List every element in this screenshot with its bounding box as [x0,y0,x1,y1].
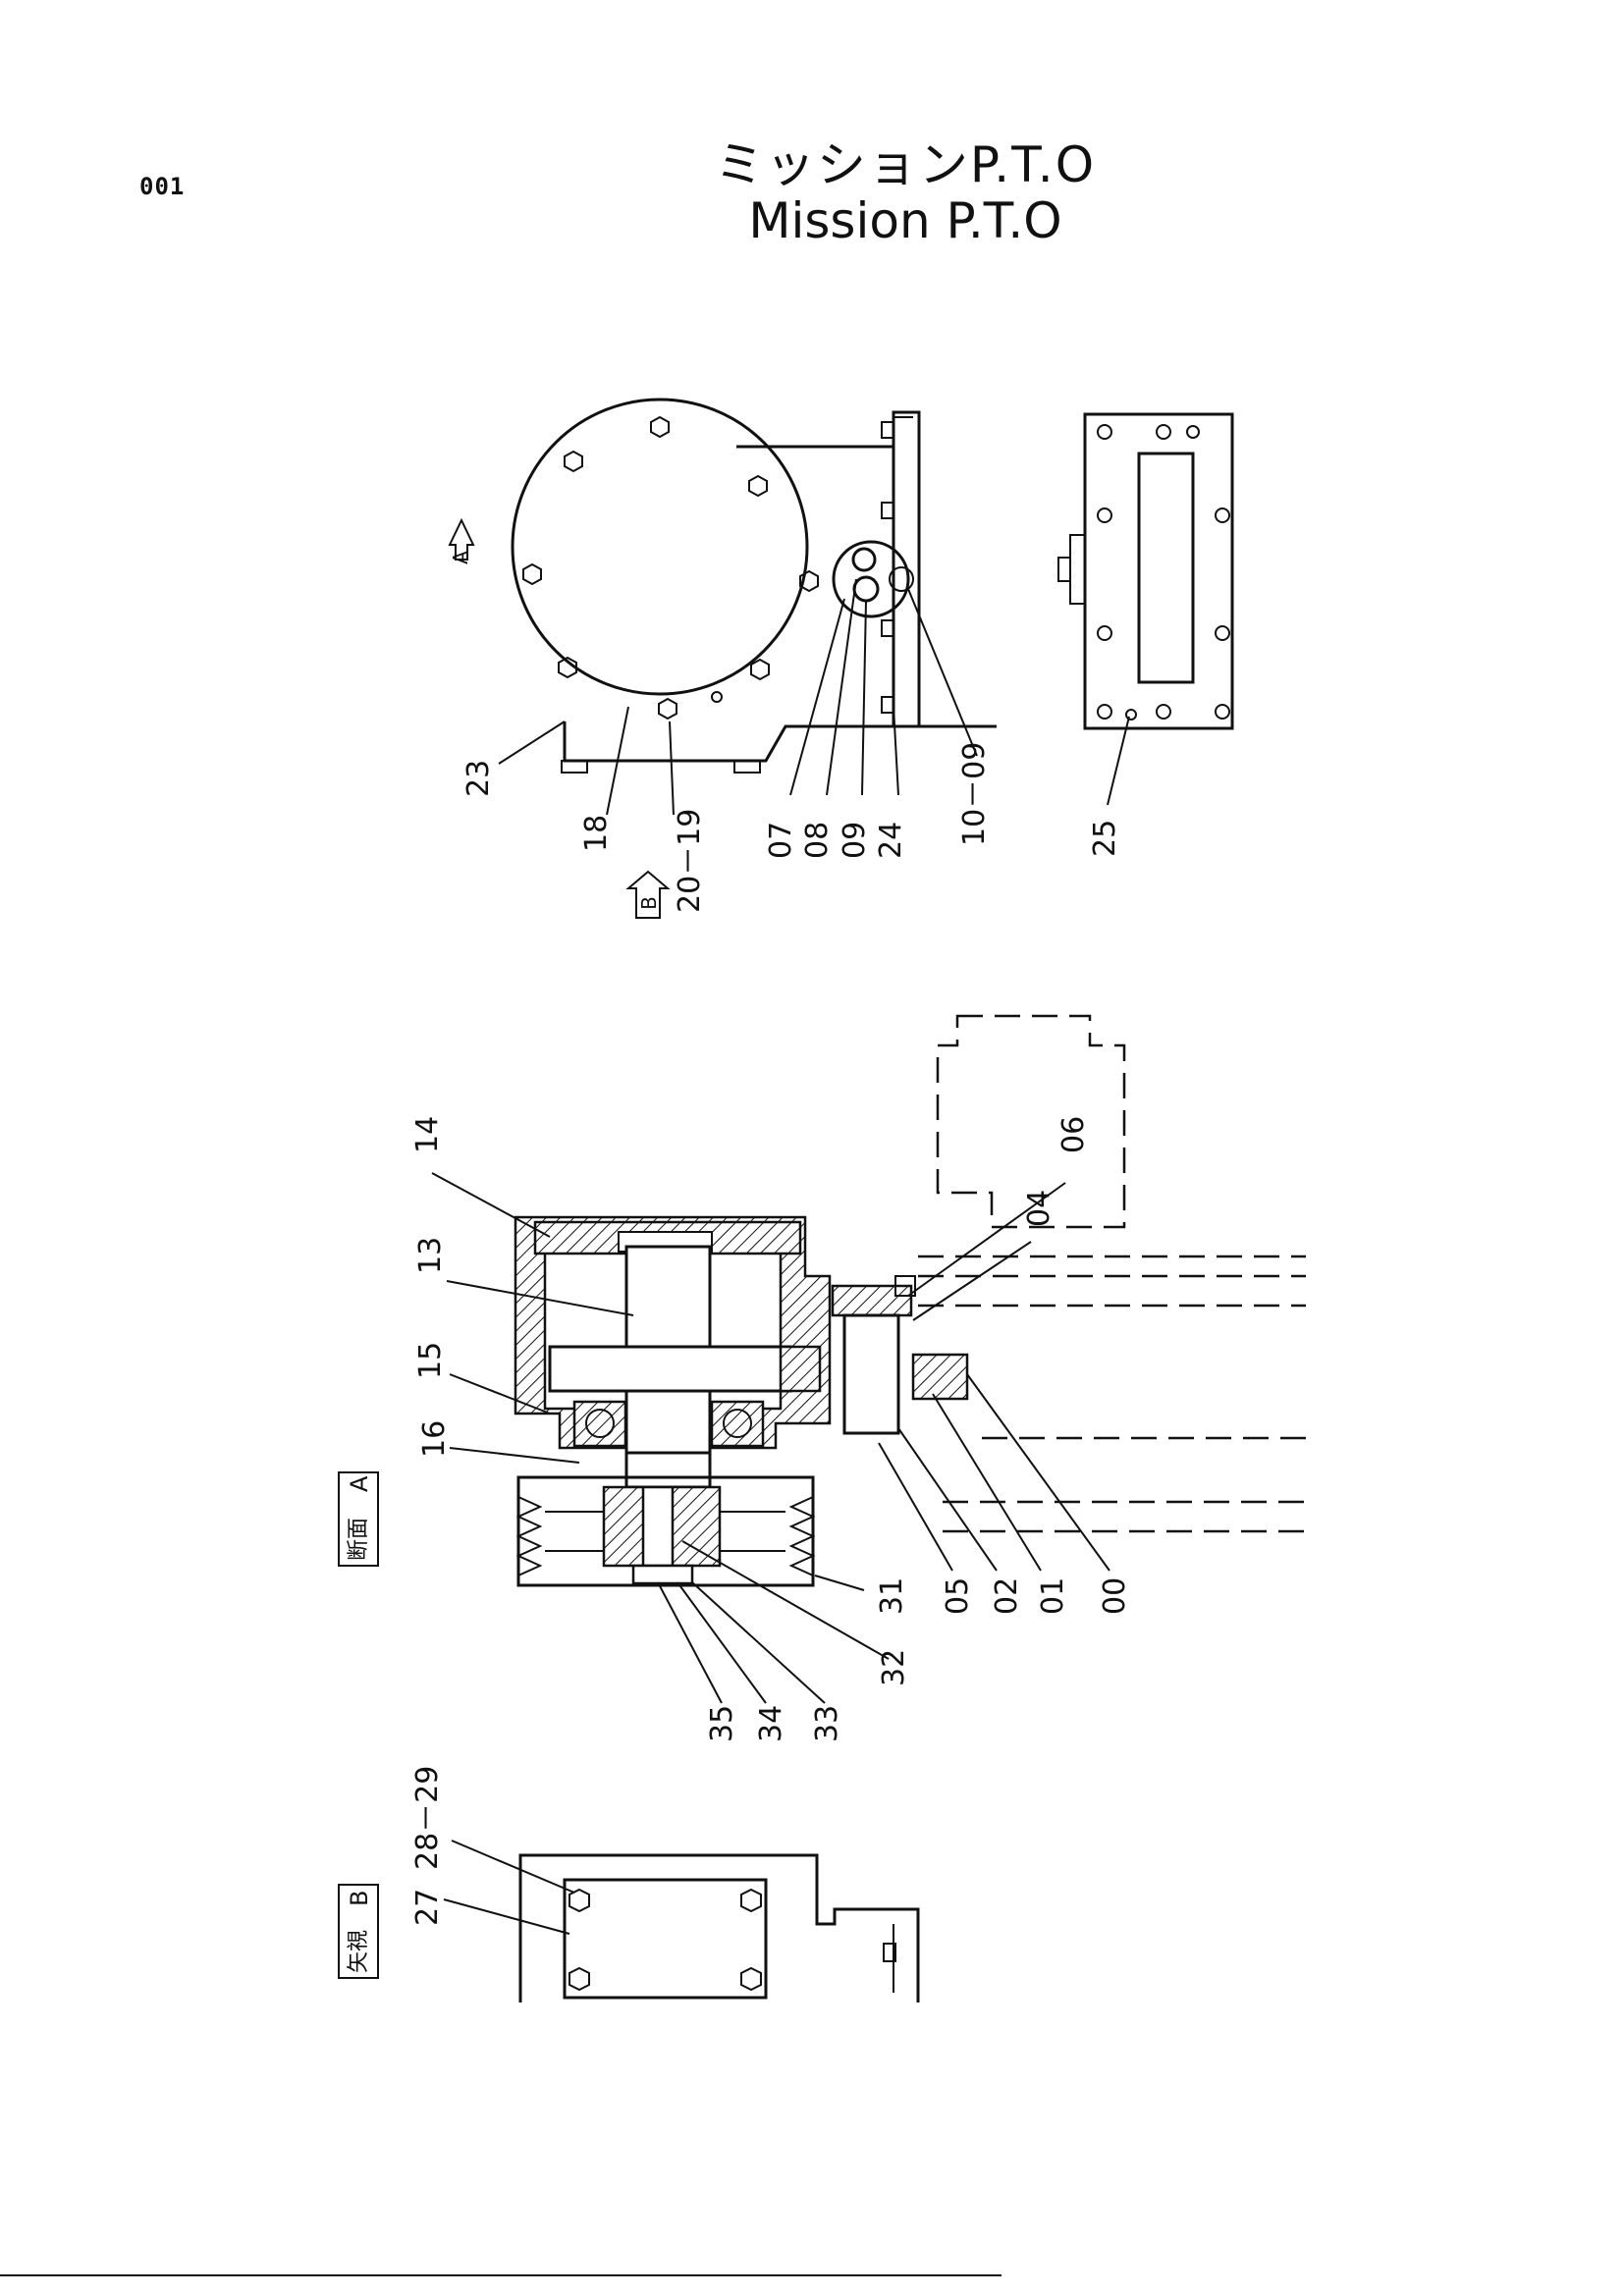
inspection-cover-bolts [568,1888,762,1992]
callout: 09 [838,822,872,859]
pulley [516,1475,815,1587]
callout: 14 [410,1116,445,1153]
callout: 02 [990,1577,1024,1615]
arrow-b: B [625,870,671,919]
svg-text:B: B [637,896,661,910]
svg-text:A: A [449,551,472,564]
callout: 25 [1088,820,1122,857]
callout: 18 [579,815,614,852]
callout: 05 [941,1577,975,1615]
callout: 00 [1098,1577,1132,1615]
gear [548,1345,792,1393]
side-cover-bolts [1097,424,1230,721]
plate-bolt [881,696,894,714]
callout: 20－19 [673,809,707,913]
callout: 28－29 [410,1766,445,1870]
plate-bolt [881,421,894,439]
callout: 35 [705,1705,739,1742]
title-english: Mission P.T.O [748,192,1062,249]
shaft-boss [832,540,910,618]
callout: 04 [1022,1190,1056,1227]
view-b-callouts: 28－29 27 [410,1766,445,1926]
page-number: 001 [139,173,186,200]
top-callouts: 23 18 20－19 07 08 09 24 10－09 25 [461,742,1122,913]
view-b-label: 矢視 B [338,1884,379,1979]
svg-text:A: A [346,1475,373,1492]
callout: 31 [875,1577,909,1615]
section-a-view: 14 13 15 16 06 04 05 02 01 00 31 32 33 3… [338,1014,1306,1742]
cover-bolts [522,415,819,721]
callout: 10－09 [957,742,992,846]
callout: 01 [1036,1577,1070,1615]
plate-bolt [881,619,894,637]
top-view: A B 23 [448,398,1234,919]
view-b: 28－29 27 矢視 B [338,1766,920,2002]
callout: 33 [810,1705,844,1742]
callout: 34 [754,1705,788,1742]
section-leaders [431,1172,1110,1704]
callout: 24 [874,822,908,859]
callout: 06 [1056,1116,1091,1153]
callout: 32 [877,1649,911,1686]
plate-bolt [881,502,894,519]
section-callouts: 14 13 15 16 06 04 05 02 01 00 31 32 33 3… [410,1116,1132,1742]
callout: 08 [800,822,835,859]
arrow-a: A [448,517,475,564]
callout: 23 [461,760,496,797]
section-a-label: 断面 A [338,1471,379,1567]
cover-plate [511,398,809,696]
title-japanese: ミッションP.T.O [714,136,1097,193]
callout: 07 [764,822,798,859]
svg-text:矢視: 矢視 [347,1930,371,1973]
top-leaders [498,578,1130,816]
svg-text:断面: 断面 [347,1518,371,1561]
callout: 16 [417,1420,452,1458]
callout: 27 [410,1889,445,1926]
callout: 15 [413,1342,448,1379]
callout: 13 [413,1237,448,1274]
inspection-cover [563,1878,768,2000]
svg-text:B: B [346,1891,373,1906]
